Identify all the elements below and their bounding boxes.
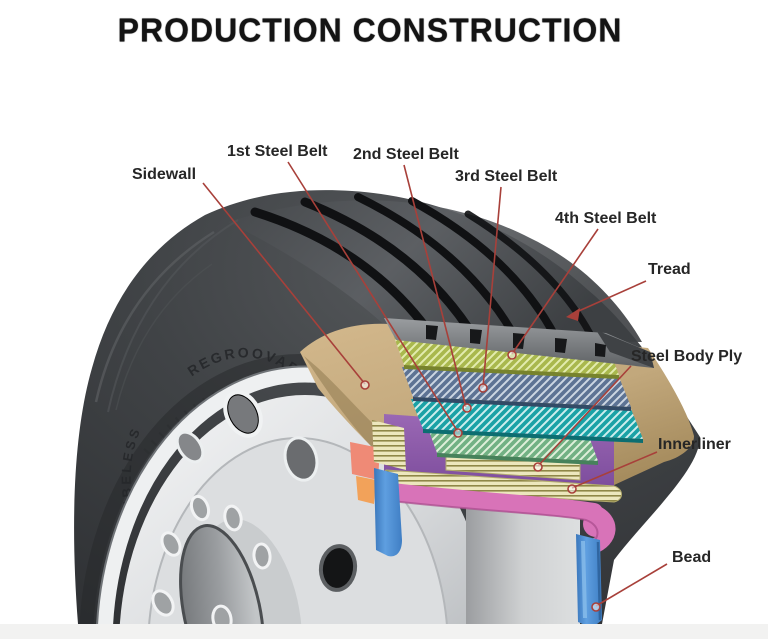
steel-belt-3-layer xyxy=(402,367,631,411)
leader-dot-innerliner xyxy=(567,484,577,494)
leader-dot-belt-1 xyxy=(453,428,463,438)
bead-left-blue xyxy=(374,468,402,557)
leader-dot-steel-body-ply xyxy=(533,462,543,472)
cutaway-section xyxy=(300,318,694,639)
rim-outer-edge xyxy=(95,365,515,639)
bead-seat-shadow xyxy=(79,354,521,639)
innerliner-edge xyxy=(391,500,599,546)
label-belt-1: 1st Steel Belt xyxy=(227,143,328,160)
bead-filler-orange xyxy=(356,476,376,504)
leader-dot-sidewall xyxy=(360,380,370,390)
bottom-strip xyxy=(0,624,768,639)
tire-interior xyxy=(466,506,580,639)
leader-steel-body-ply xyxy=(537,365,632,467)
leader-arrow-tread xyxy=(566,308,580,321)
leader-belt-1 xyxy=(287,161,459,433)
label-belt-2: 2nd Steel Belt xyxy=(353,146,459,163)
bead-layer xyxy=(576,534,602,628)
rim-flange xyxy=(97,367,513,639)
label-belt-3: 3rd Steel Belt xyxy=(455,168,558,185)
sidewall-ridges xyxy=(94,219,239,413)
label-innerliner: Innerliner xyxy=(658,436,731,453)
page-title: PRODUCTION CONSTRUCTION xyxy=(117,11,623,49)
leader-dot-belt-4 xyxy=(507,350,517,360)
bead-filler-salmon xyxy=(350,442,380,480)
label-bead: Bead xyxy=(672,549,712,566)
leader-innerliner xyxy=(571,451,658,489)
label-steel-body-ply: Steel Body Ply xyxy=(631,348,743,365)
ply-wrap-left xyxy=(372,420,406,470)
leader-dot-belt-3 xyxy=(478,383,488,393)
leader-belt-3 xyxy=(482,186,502,388)
stud-holes xyxy=(151,494,272,634)
leader-lines xyxy=(202,161,668,612)
leader-tread xyxy=(571,280,647,315)
leader-belt-2 xyxy=(403,164,467,408)
leader-sidewall xyxy=(202,182,366,385)
leader-dot-bead xyxy=(591,602,601,612)
leader-bead xyxy=(595,563,668,607)
label-sidewall: Sidewall xyxy=(132,166,197,183)
label-belt-4: 4th Steel Belt xyxy=(555,210,657,227)
label-tread: Tread xyxy=(648,261,691,278)
leader-belt-4 xyxy=(511,228,599,355)
vent-holes xyxy=(175,390,358,592)
tread-grooves xyxy=(250,193,603,356)
leader-dot-belt-2 xyxy=(462,403,472,413)
